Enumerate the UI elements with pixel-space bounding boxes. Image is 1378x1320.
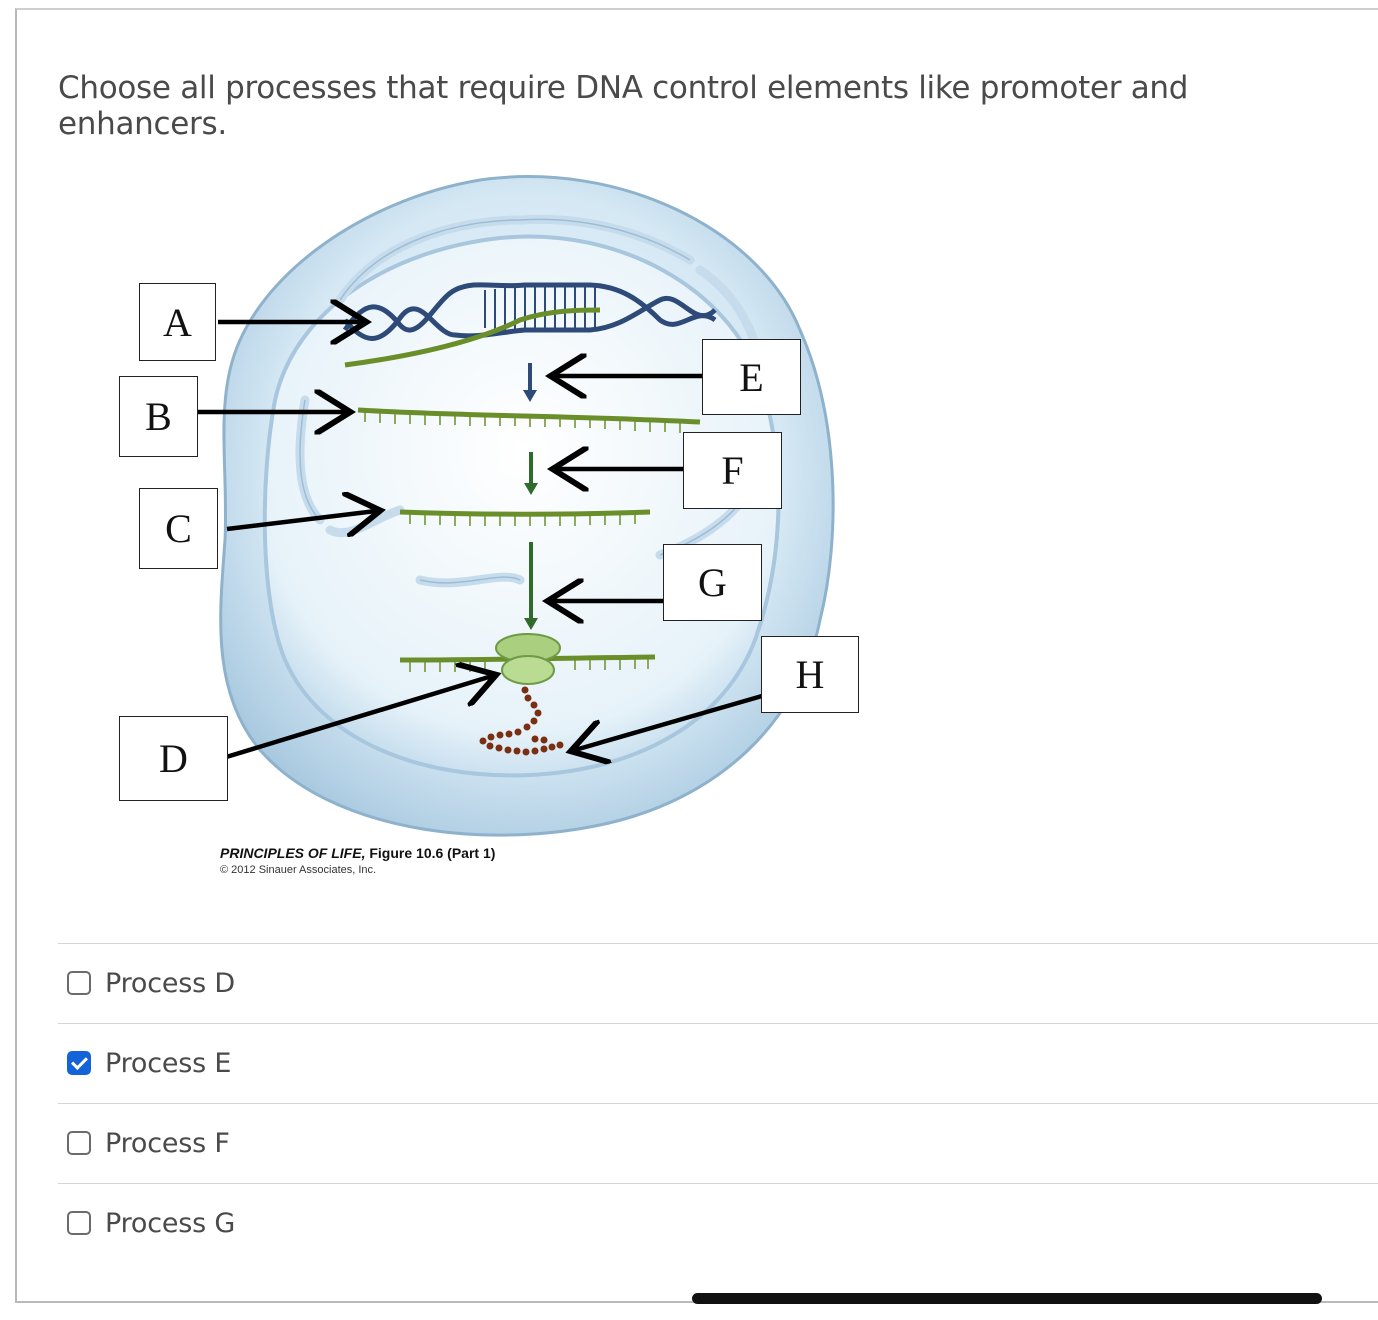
option-divider	[58, 1103, 1378, 1104]
horizontal-scrollbar[interactable]	[692, 1293, 1322, 1304]
option-process-d[interactable]: Process D	[58, 943, 1378, 1023]
caption-book-title: PRINCIPLES OF LIFE,	[220, 845, 366, 861]
export-arrow	[524, 542, 538, 630]
arrow-h	[575, 693, 763, 750]
checkbox-process-e[interactable]	[67, 1051, 91, 1075]
checkbox-process-g[interactable]	[67, 1211, 91, 1235]
option-label: Process F	[105, 1127, 230, 1159]
ribosome	[495, 633, 561, 685]
option-process-g[interactable]: Process G	[58, 1183, 1378, 1263]
label-d: D	[119, 716, 228, 801]
processing-arrow	[524, 452, 538, 495]
pre-mrna-strand	[357, 407, 701, 425]
label-g: G	[663, 544, 762, 621]
option-process-f[interactable]: Process F	[58, 1103, 1378, 1183]
label-b: B	[119, 376, 198, 457]
option-label: Process E	[105, 1047, 232, 1079]
label-e: E	[702, 339, 801, 415]
label-f: F	[683, 432, 782, 509]
arrow-d	[222, 676, 492, 761]
polypeptide-chain	[479, 686, 564, 756]
caption-figure-number: Figure 10.6 (Part 1)	[365, 845, 496, 861]
pre-mrna-transcript	[344, 307, 601, 368]
checkbox-process-f[interactable]	[67, 1131, 91, 1155]
gene-expression-figure: A B C D E F G H	[100, 160, 880, 900]
checkbox-process-d[interactable]	[67, 971, 91, 995]
label-a: A	[139, 283, 216, 361]
option-process-e[interactable]: Process E	[58, 1023, 1378, 1103]
label-c: C	[139, 488, 218, 569]
option-label: Process D	[105, 967, 235, 999]
option-divider	[58, 943, 1378, 944]
figure-caption-title: PRINCIPLES OF LIFE, Figure 10.6 (Part 1)	[220, 845, 495, 861]
question-text: Choose all processes that require DNA co…	[58, 70, 1189, 142]
nucleus	[262, 234, 781, 778]
mature-mrna-nucleus	[399, 509, 651, 517]
option-divider	[58, 1023, 1378, 1024]
arrow-c	[226, 511, 376, 529]
cell-diagram	[198, 175, 835, 837]
option-label: Process G	[105, 1207, 236, 1239]
figure-copyright: © 2012 Sinauer Associates, Inc.	[220, 864, 377, 876]
transcription-arrow	[523, 363, 537, 402]
label-h: H	[761, 636, 859, 713]
option-divider	[58, 1183, 1378, 1184]
